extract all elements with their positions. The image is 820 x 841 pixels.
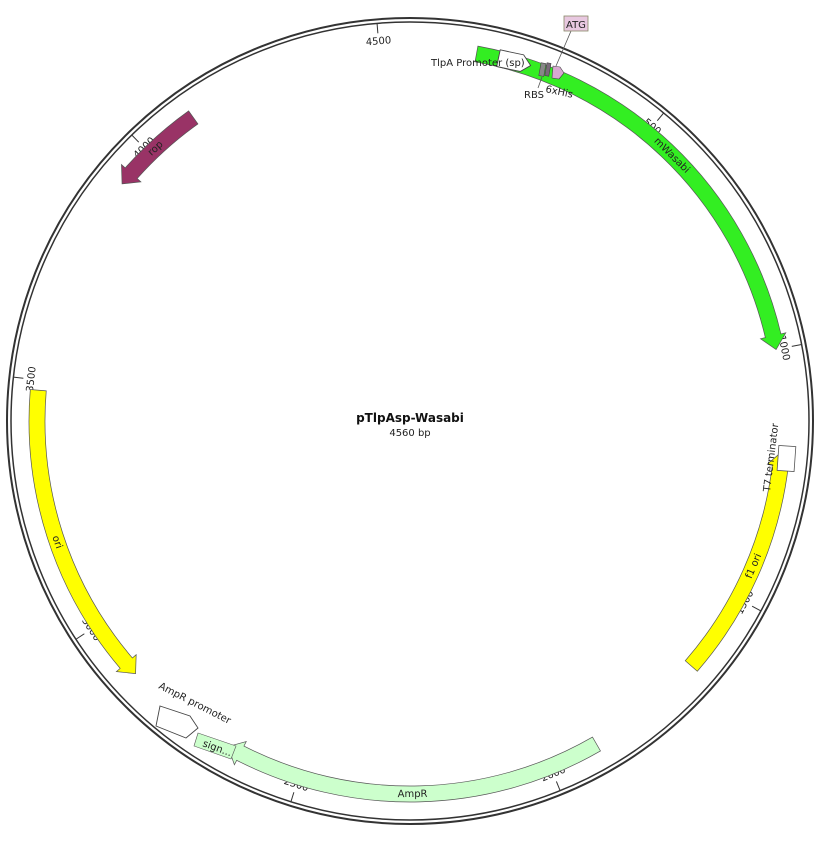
plasmid-length: 4560 bp [389, 428, 430, 439]
rbs-box[interactable] [538, 62, 547, 77]
tlpa-promoter-label: TlpA Promoter (sp) [430, 58, 525, 69]
atg-label: ATG [566, 20, 586, 31]
ampr-label: AmpR [398, 789, 428, 800]
atg-leader [555, 30, 572, 67]
rbs-leader [537, 76, 543, 89]
t7-terminator-box[interactable] [776, 445, 797, 473]
rop-arrow[interactable] [121, 110, 199, 185]
rbs-label: RBS [524, 90, 544, 101]
tick-4500 [376, 23, 379, 34]
ori-arrow[interactable] [28, 389, 137, 675]
tick-1000 [791, 344, 802, 347]
ampr-promoter-arrow[interactable] [155, 705, 199, 739]
atg-arrow[interactable] [551, 65, 565, 80]
ori-label: ori [49, 534, 64, 550]
tlpa-promoter-arrow[interactable] [496, 49, 533, 73]
tick-3500 [13, 376, 24, 379]
mwasabi-arrow[interactable] [474, 45, 787, 350]
tick-500 [656, 112, 665, 122]
atg-tag [563, 15, 589, 32]
tick-2500 [290, 792, 295, 802]
six-his-box[interactable] [544, 62, 552, 77]
f1-ori-arrow[interactable] [684, 451, 794, 672]
backbone-inner [10, 21, 810, 821]
tick-2000 [555, 781, 561, 791]
tick-1500 [751, 605, 762, 612]
backbone-outer [6, 17, 814, 825]
mwasabi-label: mWasabi [651, 136, 691, 176]
plasmid-name: pTlpAsp-Wasabi [356, 411, 464, 425]
feature-arrows [28, 45, 794, 803]
tick-3000 [75, 633, 85, 640]
tick-4000 [131, 134, 140, 143]
tick-label-3500: 3500 [25, 366, 39, 393]
signal-peptide-box[interactable] [193, 732, 237, 760]
tick-label-4500: 4500 [365, 35, 391, 48]
